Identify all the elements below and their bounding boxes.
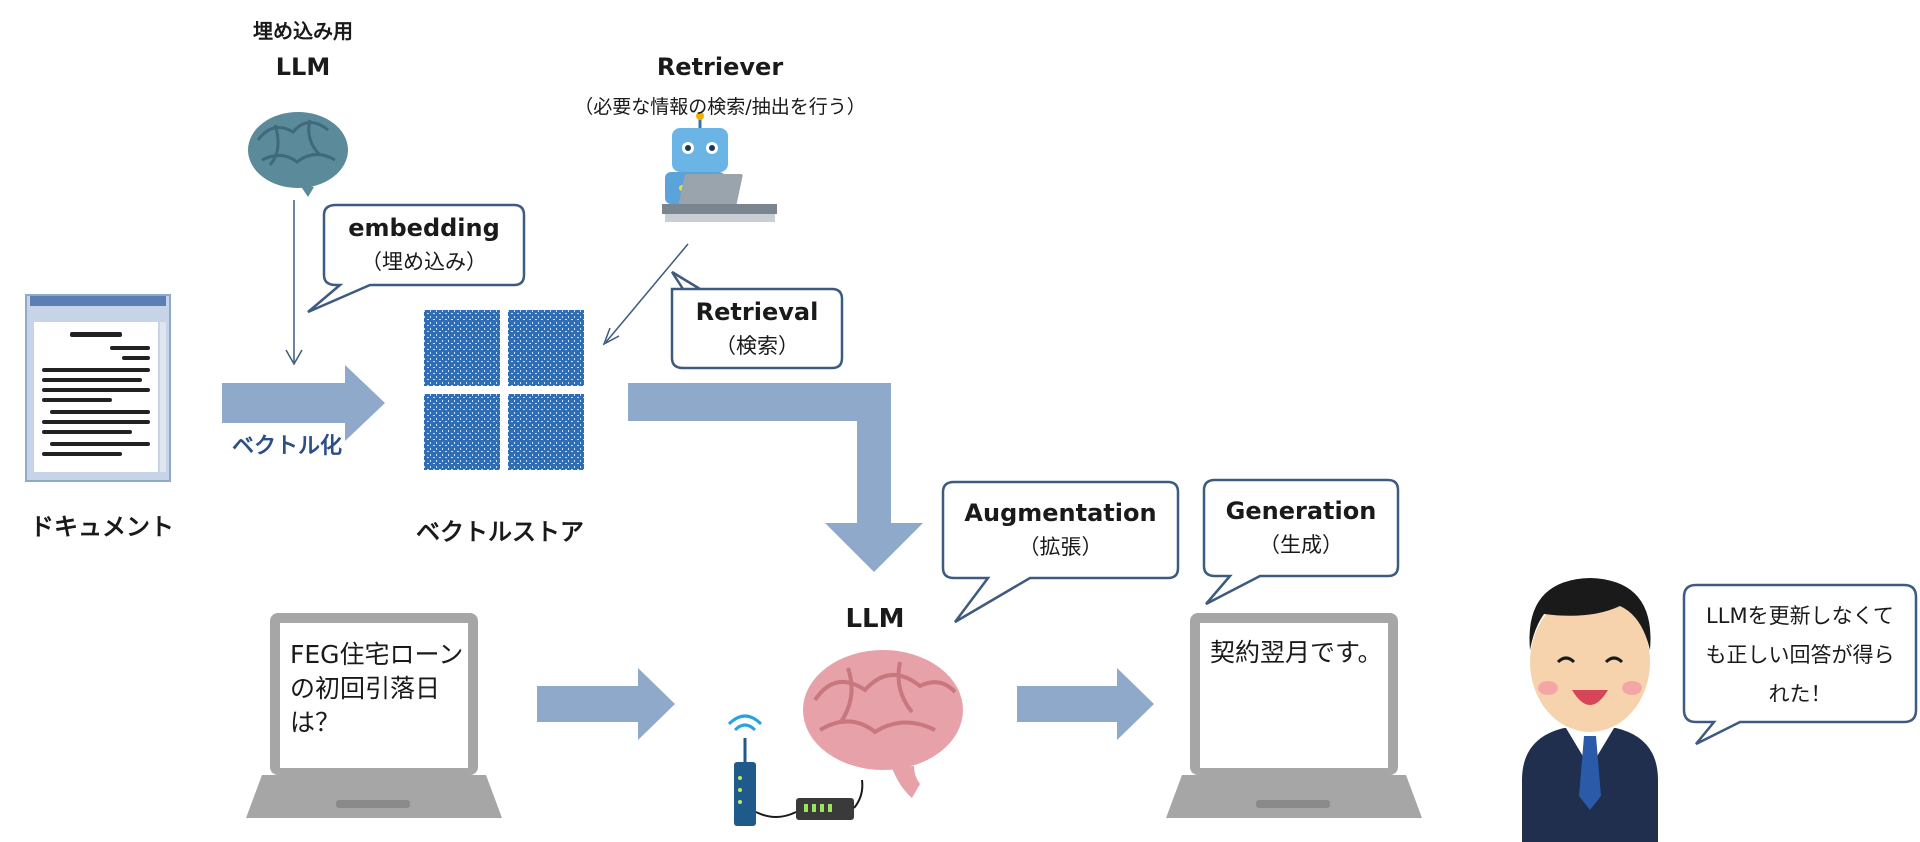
embedding-title: embedding: [348, 214, 500, 242]
question-line-3: は？: [290, 708, 341, 737]
embedding-brain-icon: [248, 112, 348, 197]
embedding-sub: （埋め込み）: [361, 250, 487, 274]
vector-store-icon: [424, 310, 584, 470]
generation-title: Generation: [1225, 497, 1377, 525]
augment-arrow: [628, 383, 923, 572]
answer-laptop-icon: [1166, 613, 1422, 818]
vectorize-arrow: [222, 365, 385, 441]
question-line-1: FEG住宅ローン: [290, 640, 464, 669]
question-line-2: の初回引落日: [290, 674, 441, 703]
retrieval-bubble-text: Retrieval （検索）: [672, 295, 842, 363]
generation-bubble-text: Generation （生成）: [1204, 494, 1398, 562]
document-icon: [25, 294, 171, 482]
user-line-1: LLMを更新しなくて: [1706, 604, 1894, 628]
user-bubble-text: LLMを更新しなくて も正しい回答が得ら れた！: [1684, 597, 1916, 714]
vectorize-label: ベクトル化: [232, 434, 343, 459]
question-laptop-icon: [246, 613, 502, 818]
retrieval-bubble: [670, 270, 844, 370]
retriever-subtitle: （必要な情報の検索/抽出を行う）: [574, 96, 866, 118]
user-line-2: も正しい回答が得ら: [1705, 643, 1895, 667]
user-line-3: れた！: [1768, 682, 1832, 706]
vector-store-label: ベクトルストア: [416, 518, 584, 546]
augmentation-bubble-text: Augmentation （拡張）: [943, 496, 1178, 564]
llm-label: LLM: [845, 604, 905, 634]
augmentation-bubble: [941, 480, 1180, 624]
retrieval-sub: （検索）: [715, 334, 799, 358]
retriever-title: Retriever: [656, 53, 784, 81]
retrieval-arrow: [602, 243, 689, 346]
embedding-llm-title: LLM: [275, 53, 331, 81]
businessman-icon: [1522, 578, 1658, 842]
document-label: ドキュメント: [30, 513, 174, 541]
llm-to-answer-arrow: [1017, 668, 1154, 740]
generation-bubble: [1202, 478, 1400, 606]
llm-brain-icon: [803, 650, 963, 798]
augmentation-title: Augmentation: [964, 499, 1157, 527]
router-icon: [727, 714, 864, 826]
answer-text: 契約翌月です。: [1210, 638, 1383, 667]
question-text: FEG住宅ローン の初回引落日 は？: [290, 638, 465, 740]
robot-icon: [662, 112, 777, 222]
embedding-bubble-text: embedding （埋め込み）: [324, 211, 524, 279]
generation-sub: （生成）: [1259, 533, 1343, 557]
retrieval-title: Retrieval: [695, 298, 819, 326]
embedding-arrow: [285, 200, 303, 366]
embedding-bubble: [307, 203, 526, 314]
question-to-llm-arrow: [537, 668, 675, 740]
embedding-llm-caption: 埋め込み用: [253, 19, 353, 43]
augmentation-sub: （拡張）: [1018, 535, 1103, 559]
user-bubble: [1682, 583, 1918, 746]
